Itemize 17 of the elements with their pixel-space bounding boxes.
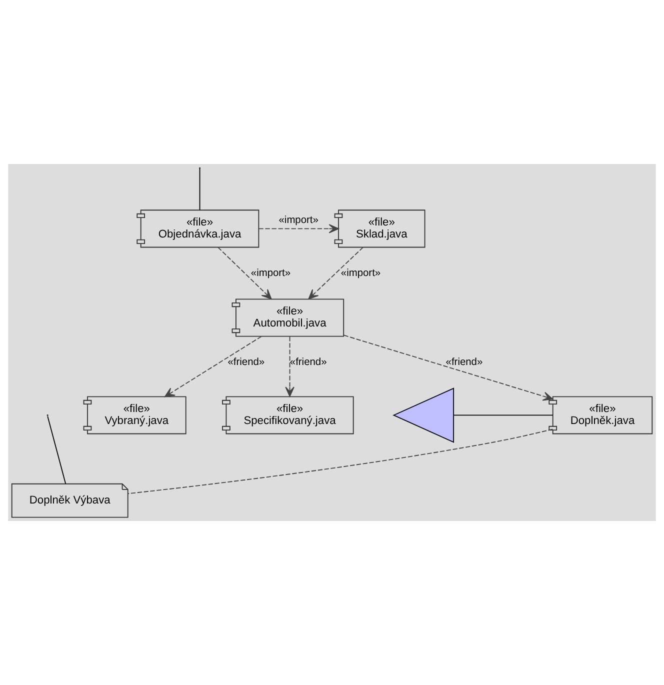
edge-label: «friend» [290, 356, 327, 368]
node-callout [392, 388, 454, 443]
arrow [285, 336, 294, 397]
connector [199, 168, 200, 211]
arrow [218, 246, 272, 300]
edge-label: «import» [340, 268, 381, 279]
connector [47, 416, 66, 484]
edge-label: «friend» [446, 356, 483, 368]
edge-label: «import» [250, 268, 291, 279]
arrow [343, 334, 554, 401]
connector [453, 414, 554, 416]
arrow [308, 246, 364, 300]
connector [128, 428, 554, 494]
arrow [258, 224, 339, 234]
arrow [164, 336, 262, 398]
edge-label: «friend» [228, 356, 265, 368]
edge-label: «import» [278, 214, 318, 226]
